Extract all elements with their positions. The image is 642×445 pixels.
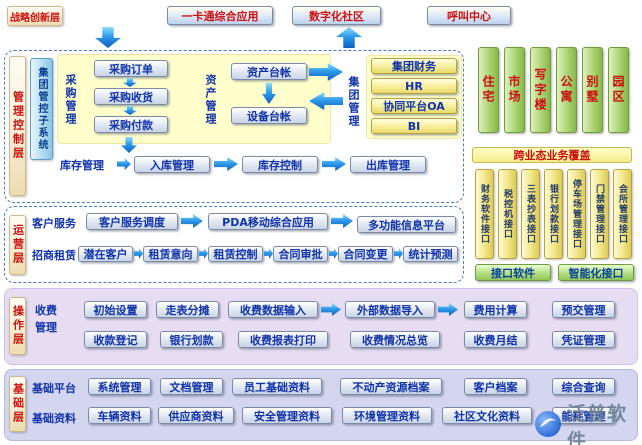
watermark-text: 泛普软件: [567, 403, 628, 445]
basedata-node: 社区文化资料: [442, 407, 532, 424]
group-mgmt-label: 集团管理: [347, 76, 360, 128]
platform-node: 客户档案: [464, 378, 527, 395]
operate-layer-label: 操作层: [9, 297, 26, 355]
platform-node: 员工基础资料: [232, 378, 322, 395]
platform-node: 文档管理: [160, 378, 223, 395]
interface-box: 会所管理接口: [613, 169, 632, 259]
arrow-down-icon: [95, 27, 121, 48]
asset-group-label: 资产管理: [204, 74, 217, 126]
business-type-box: 住宅: [478, 47, 499, 133]
fee-node: 预交管理: [552, 301, 615, 318]
leasing-node: 合同变更: [338, 246, 393, 262]
platform-node: 不动产资源档案: [340, 378, 442, 395]
basedata-node: 供应商资料: [158, 407, 234, 424]
fee-node: 凭证管理: [552, 331, 615, 348]
arrow-right-icon: [394, 248, 403, 259]
group-node: HR: [371, 78, 457, 94]
leasing-node: 合同审批: [273, 246, 328, 262]
interface-box: 门禁管理接口: [590, 169, 609, 259]
fee-node: 收费报表打印: [238, 331, 328, 348]
platform-node: 综合查询: [552, 378, 615, 395]
customer-service-node: PDA移动综合应用: [208, 213, 328, 230]
basedata-node: 环境管理资料: [342, 407, 432, 424]
strategy-node: 呼叫中心: [427, 6, 511, 25]
business-type-box: 写字楼: [530, 47, 551, 133]
group-node: BI: [371, 118, 457, 134]
business-type-box: 别墅: [582, 47, 603, 133]
basedata-node: 安全管理资料: [242, 407, 332, 424]
leasing-node: 租赁意向: [143, 246, 198, 262]
strategy-node: 数字化社区: [292, 6, 381, 25]
interface-box: 三表抄表接口: [521, 169, 540, 259]
interface-box: 停车场管理接口: [567, 169, 586, 259]
business-type-box: 公寓: [556, 47, 577, 133]
asset-node: 资产台帐: [231, 63, 307, 80]
fee-node: 收费月结: [464, 331, 527, 348]
coverage-label: 跨业态业务覆盖: [472, 147, 632, 163]
inventory-group-label: 库存管理: [60, 159, 104, 172]
fee-node: 收费情况总览: [350, 331, 440, 348]
leasing-label: 招商租赁: [32, 249, 76, 262]
business-type-box: 园区: [608, 47, 629, 133]
operation-layer-label: 运营层: [9, 215, 26, 275]
purchase-group-label: 采购管理: [64, 74, 77, 126]
base-layer-label: 基础层: [9, 376, 26, 432]
arrow-right-icon: [264, 248, 273, 259]
arrow-down-icon: [123, 106, 137, 115]
base-data-label: 基础资料: [32, 412, 76, 425]
leasing-node: 统计预测: [403, 246, 458, 262]
intelligent-interface-node: 智能化接口: [558, 264, 634, 281]
fee-node: 初始设置: [84, 301, 147, 318]
management-layer-label: 管理控制层: [9, 56, 26, 196]
purchase-node: 采购收货: [94, 88, 168, 105]
fee-node: 收款登记: [84, 331, 147, 348]
interface-box: 税控机接口: [498, 169, 517, 259]
group-control-subsystem: 集团管控子系统: [30, 58, 53, 160]
inventory-node: 出库管理: [350, 156, 426, 173]
leasing-node: 租赁控制: [208, 246, 263, 262]
purchase-node: 采购付款: [94, 116, 168, 133]
customer-service-node: 客户服务调度: [86, 213, 178, 230]
arrow-right-icon: [199, 248, 208, 259]
arrow-right-icon: [329, 248, 338, 259]
customer-service-label: 客户服务: [32, 217, 76, 230]
basedata-node: 能耗管理: [552, 407, 615, 424]
arrow-down-icon: [123, 78, 137, 87]
fee-node: 费用计算: [464, 301, 527, 318]
platform-node: 系统管理: [88, 378, 151, 395]
basedata-node: 车辆资料: [88, 407, 151, 424]
operate-layer-region: [4, 288, 638, 365]
leasing-node: 潜在客户: [78, 246, 133, 262]
fee-node: 走表分摊: [156, 301, 219, 318]
watermark-logo-icon: [534, 410, 562, 442]
fee-node: 外部数据导入: [345, 301, 435, 318]
group-node: 集团财务: [371, 58, 457, 74]
fee-node: 银行划款: [160, 331, 223, 348]
group-node: 协同平台OA: [371, 98, 457, 114]
purchase-node: 采购订单: [94, 60, 168, 77]
interface-software-node: 接口软件: [475, 264, 551, 281]
arrow-up-icon: [336, 27, 362, 48]
base-platform-label: 基础平台: [32, 382, 76, 395]
interface-box: 银行划款接口: [544, 169, 563, 259]
business-type-box: 市场: [504, 47, 525, 133]
watermark: 泛普软件: [534, 399, 642, 445]
strategy-layer-label: 战略创新层: [7, 6, 63, 26]
fee-node: 收费数据输入: [228, 301, 318, 318]
asset-node: 设备台帐: [231, 107, 307, 124]
strategy-node: 一卡通综合应用: [167, 6, 273, 25]
inventory-node: 库存控制: [242, 156, 318, 173]
fee-mgmt-label: 收费管理: [35, 304, 57, 334]
interface-box: 财务软件接口: [475, 169, 494, 259]
inventory-node: 入库管理: [134, 156, 210, 173]
customer-service-node: 多功能信息平台: [357, 216, 456, 233]
arrow-right-icon: [134, 248, 143, 259]
